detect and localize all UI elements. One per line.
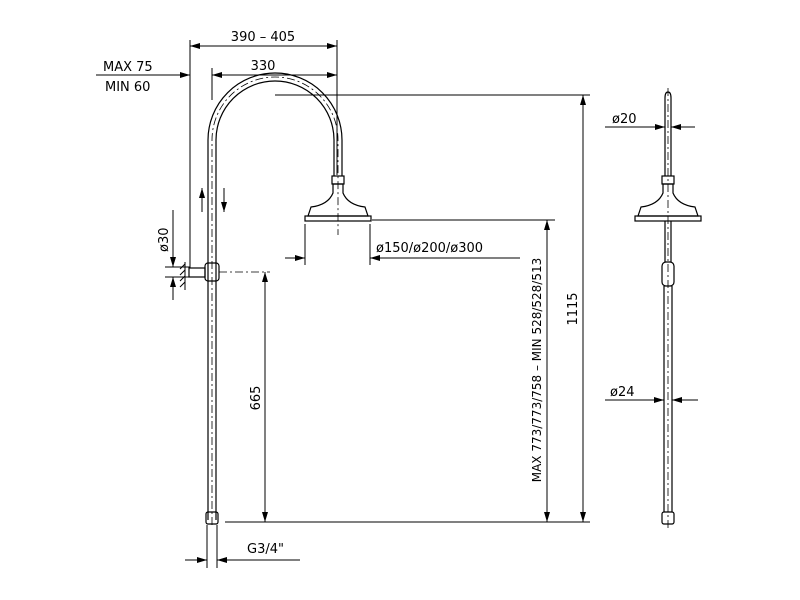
shower-head	[304, 175, 372, 222]
dim-head-height: MAX 773/773/758 – MIN 528/528/513	[530, 258, 544, 483]
wall-mount	[179, 262, 270, 290]
dim-thread: G3/4"	[247, 542, 284, 557]
dim-overall-reach: 390 – 405	[231, 30, 295, 45]
dim-bracket-diameter: ø30	[157, 228, 172, 253]
dim-reach: 330	[251, 59, 276, 74]
dim-bottom-pipe: ø24	[610, 385, 635, 400]
dim-total-height: 1115	[566, 292, 581, 325]
dim-wall-max: MAX 75	[103, 60, 153, 75]
dimension-lines	[96, 40, 590, 568]
dim-bracket-height: 665	[249, 386, 264, 411]
dim-head-diameter: ø150/ø200/ø300	[376, 241, 483, 256]
shower-column-side-view	[605, 88, 702, 530]
shower-column-front-view	[179, 72, 372, 525]
dim-top-pipe: ø20	[612, 112, 637, 127]
dim-wall-min: MIN 60	[105, 80, 150, 95]
